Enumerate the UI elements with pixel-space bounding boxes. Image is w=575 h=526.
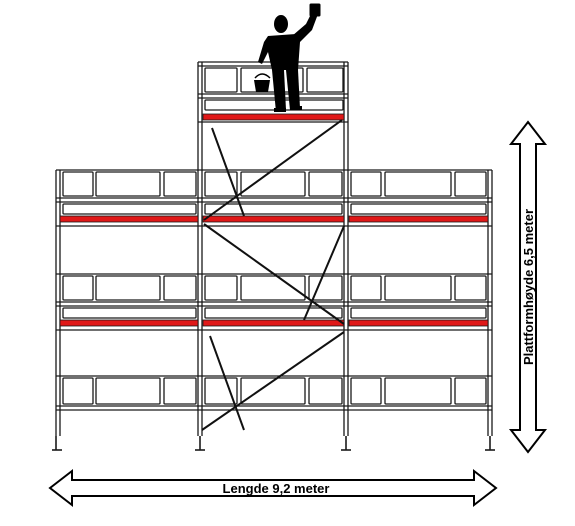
platform-decks (59, 113, 489, 327)
platform-deck-top (202, 113, 345, 121)
vertical-posts (55, 62, 493, 436)
base-feet (52, 436, 495, 451)
platform-deck-level-2-right (348, 319, 489, 327)
brace-top (203, 119, 343, 221)
scaffold-frame (52, 61, 495, 451)
ladder-middle (303, 225, 345, 321)
ladder-bottom (209, 335, 245, 431)
height-dimension-arrow: Plattformhøyde 6,5 meter (508, 120, 548, 454)
toeboards-level-1 (62, 377, 487, 405)
horizontal-rails (56, 169, 492, 411)
platform-deck-level-3-right (348, 215, 489, 223)
length-dimension-arrow: Lengde 9,2 meter (48, 468, 498, 508)
paint-bucket-icon (254, 73, 271, 92)
painter-silhouette-icon (258, 12, 318, 112)
platform-deck-level-3-mid (202, 215, 345, 223)
height-label: Plattformhøyde 6,5 meter (521, 209, 536, 365)
ladder-top (211, 127, 245, 217)
platform-deck-level-3-left (59, 215, 199, 223)
toeboards-level-2 (62, 275, 487, 319)
brace-bottom (201, 331, 345, 431)
platform-deck-level-2-mid (202, 319, 345, 327)
toeboards-level-3 (62, 171, 487, 215)
ladders-and-braces (201, 119, 345, 431)
length-label: Lengde 9,2 meter (223, 481, 330, 496)
platform-deck-level-2-left (59, 319, 199, 327)
paint-roller-icon (309, 3, 321, 23)
brace-middle (203, 223, 345, 325)
